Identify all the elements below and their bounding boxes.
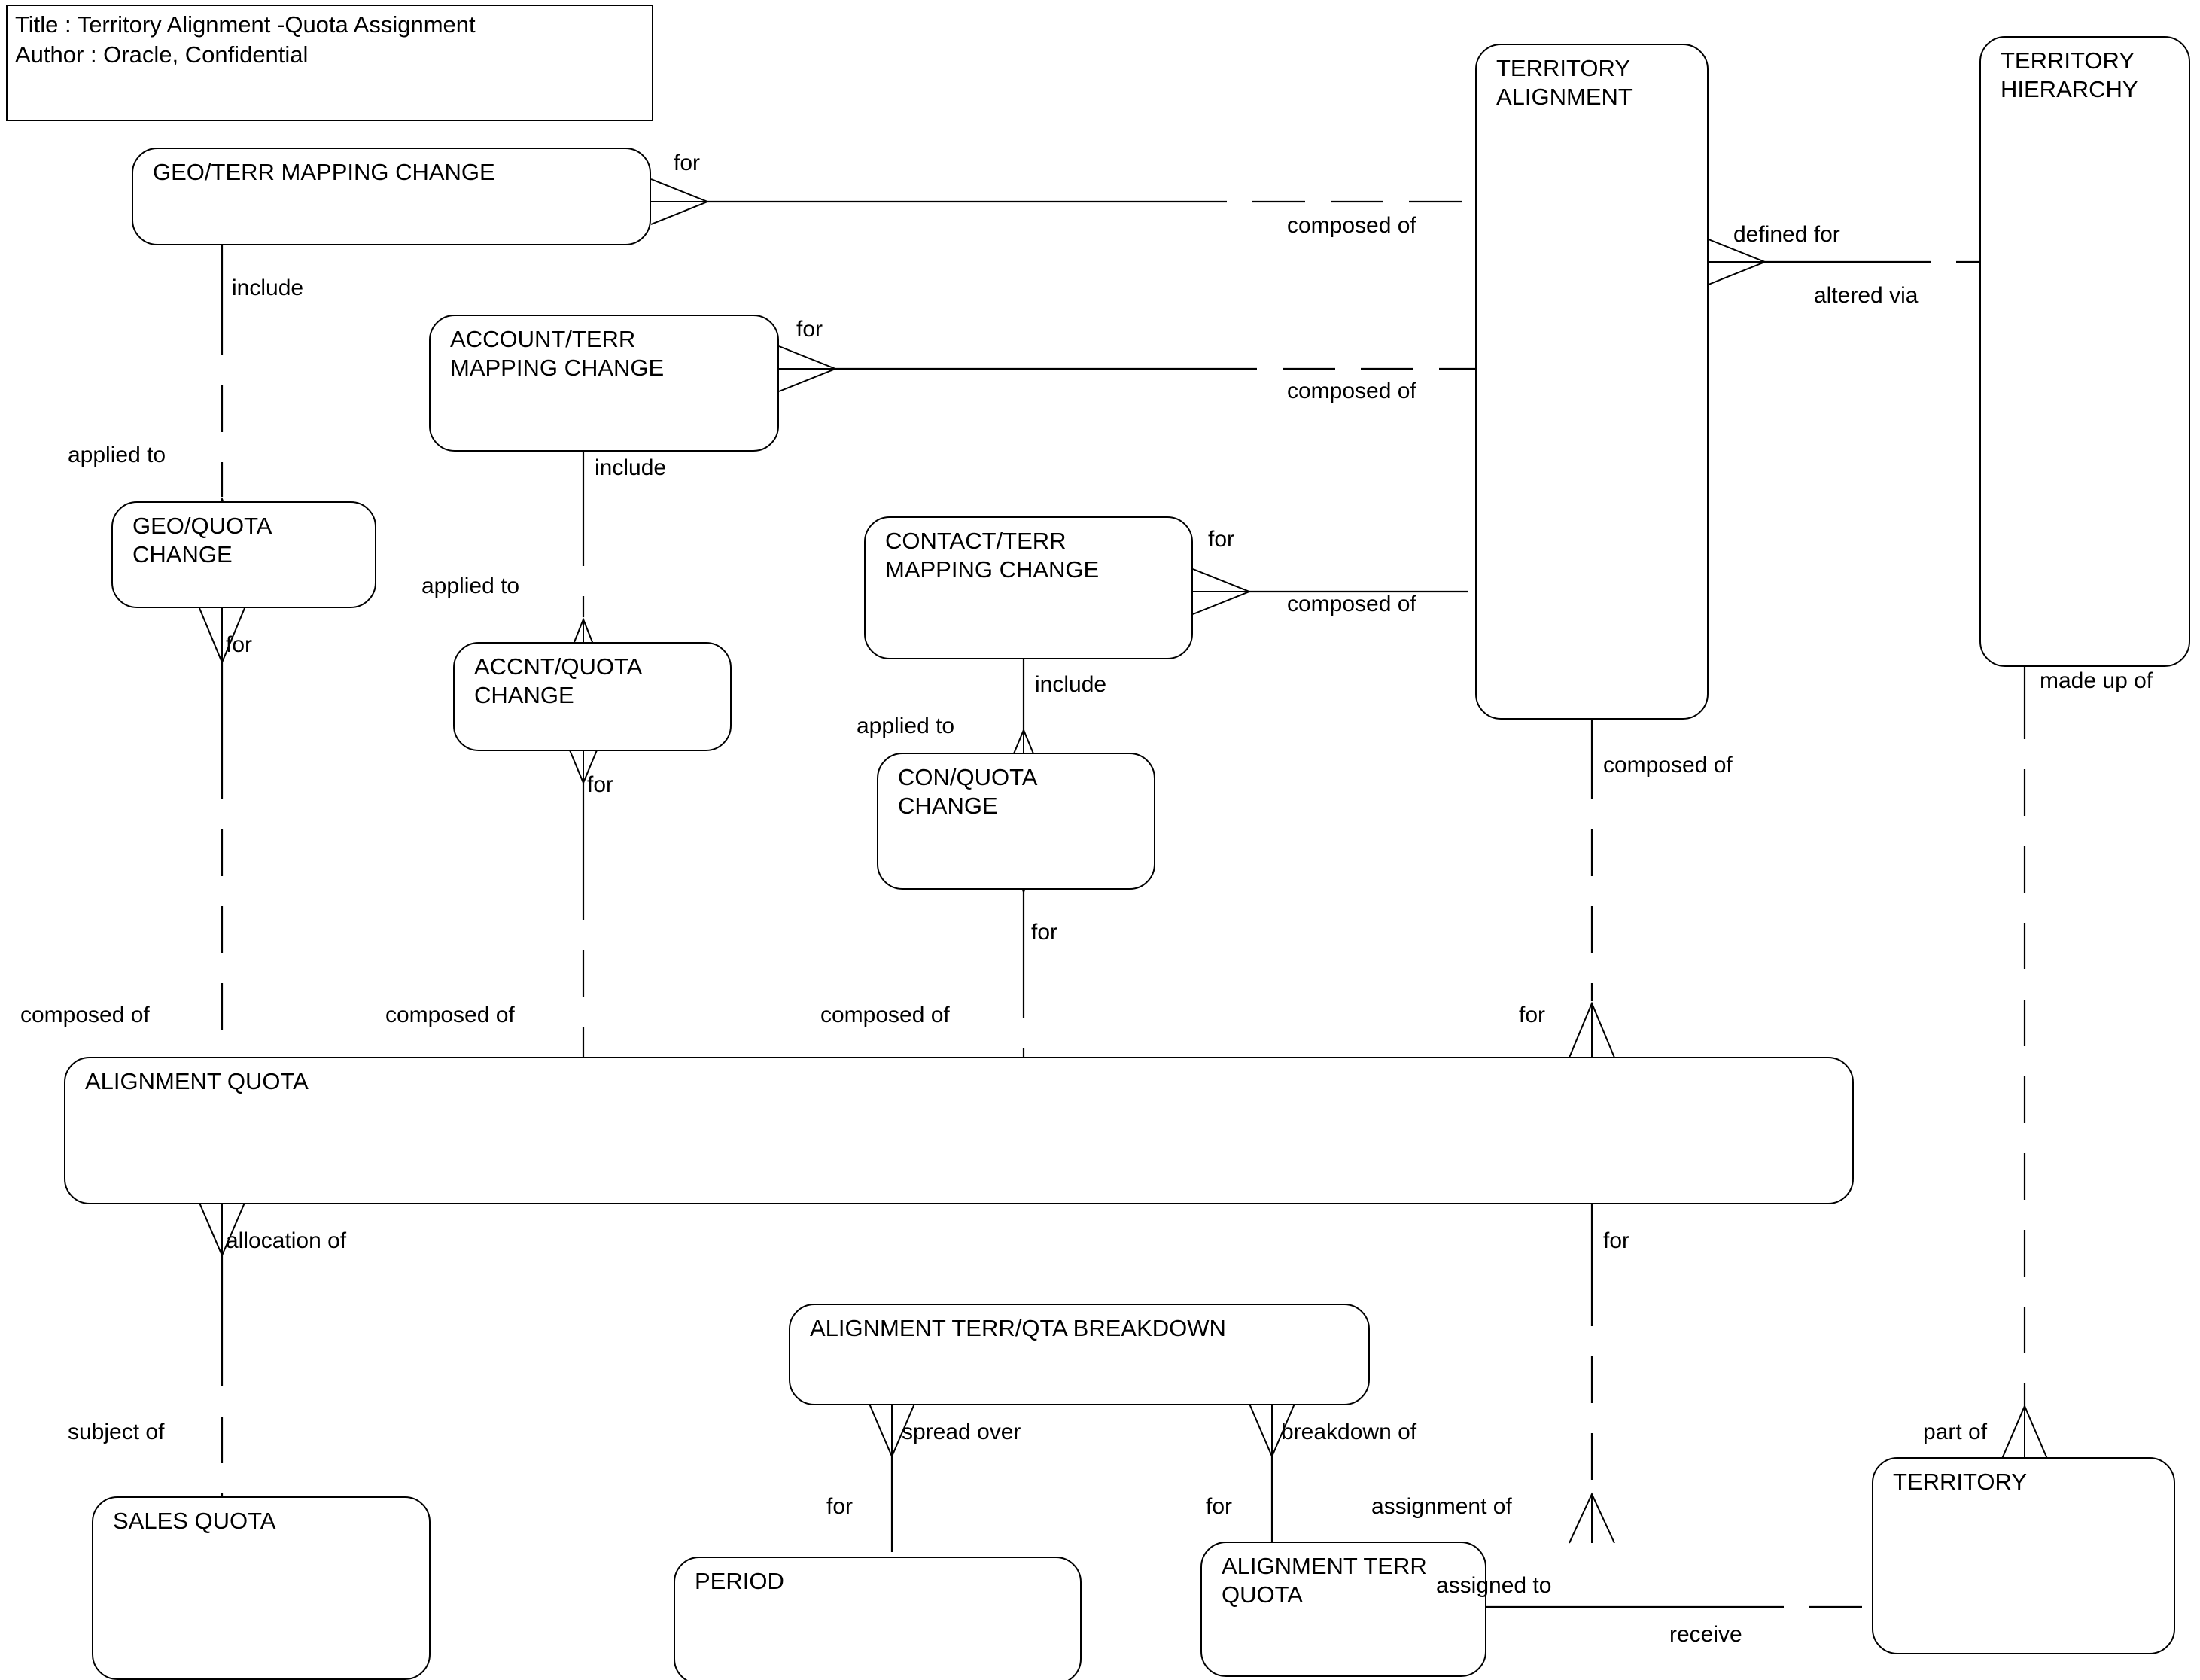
- relationship-label-applied-to-acct: applied to: [421, 574, 520, 598]
- relationship-label-aq-composed-of-3: composed of: [820, 1003, 950, 1027]
- relationship-label-period-for: for: [826, 1494, 854, 1519]
- relationship-label-for-acct: for: [796, 317, 823, 342]
- relationship-label-for-acctq: for: [587, 772, 614, 797]
- entity-accnt-quota-change[interactable]: ACCNT/QUOTA CHANGE: [453, 642, 732, 751]
- entity-label: ALIGNMENT TERR/QTA BREAKDOWN: [810, 1315, 1226, 1341]
- relationship-label-for-geo: for: [674, 151, 701, 175]
- relationship-label-applied-to-con: applied to: [857, 714, 955, 738]
- author-line: Author : Oracle, Confidential: [15, 41, 309, 68]
- relationship-label-composed-of-2: composed of: [1287, 379, 1416, 403]
- relationship-label-assigned-to: assigned to: [1436, 1573, 1552, 1598]
- entity-territory-hierarchy[interactable]: TERRITORY HIERARCHY: [1979, 36, 2190, 667]
- entity-contact-terr-mapping-change[interactable]: CONTACT/TERR MAPPING CHANGE: [864, 516, 1193, 659]
- entity-alignment-terr-qta-breakdown[interactable]: ALIGNMENT TERR/QTA BREAKDOWN: [789, 1304, 1370, 1405]
- relationship-label-part-of: part of: [1923, 1420, 1988, 1444]
- relationship-label-made-up-of: made up of: [2040, 668, 2153, 693]
- crowfoot-contact-for: [1192, 568, 1252, 615]
- entity-territory[interactable]: TERRITORY: [1872, 1457, 2175, 1654]
- crowfoot-part-of: [2001, 1404, 2048, 1459]
- relationship-label-aq-composed-of-1: composed of: [20, 1003, 150, 1027]
- relationship-label-allocation-of: allocation of: [226, 1228, 347, 1253]
- entity-territory-alignment[interactable]: TERRITORY ALIGNMENT: [1475, 44, 1709, 720]
- entity-period[interactable]: PERIOD: [674, 1557, 1082, 1680]
- relationship-label-include-con: include: [1035, 672, 1107, 697]
- entity-geo-terr-mapping-change[interactable]: GEO/TERR MAPPING CHANGE: [132, 148, 651, 245]
- entity-label: ACCOUNT/TERR MAPPING CHANGE: [450, 326, 665, 381]
- relationship-label-atq-for: for: [1206, 1494, 1233, 1519]
- entity-label: CONTACT/TERR MAPPING CHANGE: [885, 528, 1100, 583]
- entity-con-quota-change[interactable]: CON/QUOTA CHANGE: [877, 753, 1155, 890]
- entity-label: TERRITORY ALIGNMENT: [1496, 55, 1633, 110]
- relationship-label-include-acct: include: [595, 455, 667, 480]
- entity-label: TERRITORY: [1893, 1468, 2027, 1495]
- relationship-label-subject-of: subject of: [68, 1420, 165, 1444]
- relationship-label-composed-of-3: composed of: [1287, 592, 1416, 616]
- crowfoot-ta-aq-for: [1569, 1001, 1615, 1058]
- crowfoot-assignment-of: [1569, 1492, 1615, 1544]
- relationship-label-include-geo: include: [232, 275, 304, 300]
- relationship-label-assignment-of: assignment of: [1371, 1494, 1512, 1519]
- relationship-label-composed-of-1: composed of: [1287, 213, 1416, 238]
- relationship-label-for-conq: for: [1031, 920, 1058, 945]
- entity-label: CON/QUOTA CHANGE: [898, 764, 1038, 819]
- entity-label: SALES QUOTA: [113, 1508, 276, 1534]
- relationship-label-aq-for-2: for: [1603, 1228, 1630, 1253]
- relationship-label-defined-for: defined for: [1733, 222, 1840, 247]
- entity-alignment-quota[interactable]: ALIGNMENT QUOTA: [64, 1057, 1854, 1204]
- entity-label: GEO/QUOTA CHANGE: [132, 513, 272, 568]
- title-block: Title : Territory Alignment -Quota Assig…: [6, 5, 653, 121]
- relationship-label-receive: receive: [1669, 1622, 1742, 1647]
- entity-account-terr-mapping-change[interactable]: ACCOUNT/TERR MAPPING CHANGE: [429, 315, 779, 452]
- title-line: Title : Territory Alignment -Quota Assig…: [15, 11, 476, 38]
- entity-sales-quota[interactable]: SALES QUOTA: [92, 1496, 431, 1680]
- entity-alignment-terr-quota[interactable]: ALIGNMENT TERR QUOTA: [1200, 1542, 1486, 1677]
- relationship-label-aq-for: for: [1519, 1003, 1546, 1027]
- entity-label: ALIGNMENT QUOTA: [85, 1068, 309, 1094]
- relationship-label-applied-to-geo: applied to: [68, 443, 166, 467]
- entity-label: GEO/TERR MAPPING CHANGE: [153, 159, 495, 185]
- relationship-label-composed-of-4: composed of: [1603, 753, 1733, 778]
- relationship-label-altered-via: altered via: [1814, 283, 1919, 308]
- relationship-label-for-geoq: for: [226, 632, 253, 657]
- relationship-label-breakdown-of: breakdown of: [1281, 1420, 1417, 1444]
- entity-geo-quota-change[interactable]: GEO/QUOTA CHANGE: [111, 501, 376, 608]
- relationship-label-for-contact: for: [1208, 527, 1235, 552]
- crowfoot-geo-for: [650, 178, 710, 225]
- relationship-label-aq-composed-of-2: composed of: [385, 1003, 515, 1027]
- entity-label: PERIOD: [695, 1568, 784, 1594]
- crowfoot-acct-for: [778, 345, 838, 392]
- entity-label: TERRITORY HIERARCHY: [2001, 47, 2138, 102]
- entity-label: ALIGNMENT TERR QUOTA: [1222, 1553, 1427, 1608]
- relationship-label-spread-over: spread over: [902, 1420, 1021, 1444]
- entity-label: ACCNT/QUOTA CHANGE: [474, 653, 643, 708]
